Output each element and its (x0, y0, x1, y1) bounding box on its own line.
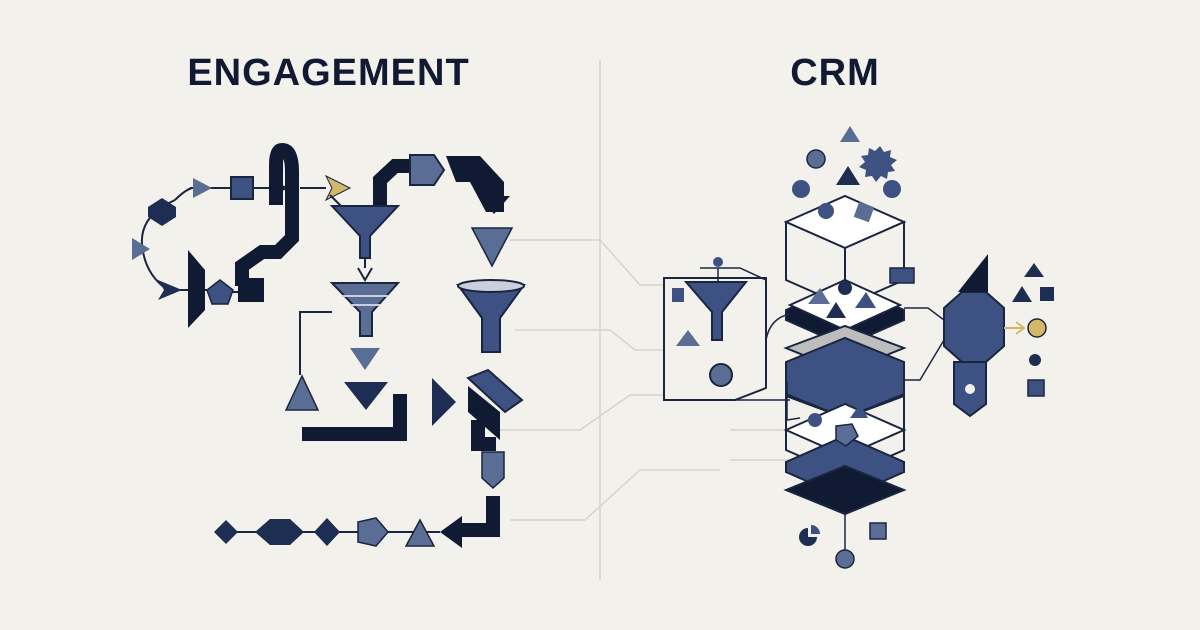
triangle-icon (193, 178, 212, 198)
triangle-icon (1024, 263, 1044, 277)
circle-icon (792, 180, 810, 198)
hexagon-icon (148, 198, 176, 226)
square-icon (1027, 379, 1045, 397)
circle-icon (1029, 354, 1041, 366)
pentagon-arrow-icon (409, 154, 446, 186)
thick-flow-path (471, 420, 496, 451)
arrow-icon (158, 280, 182, 300)
diamond-icon (314, 518, 340, 546)
triangle-icon (840, 126, 860, 142)
pentagon-icon (357, 517, 389, 547)
triangle-icon (850, 404, 868, 418)
node-dot (713, 257, 723, 267)
thick-flow-path (235, 142, 299, 286)
background-connector-lines (500, 60, 790, 580)
cube-icon (230, 176, 254, 200)
layered-stack-icon (783, 194, 907, 516)
crm-title: CRM (790, 52, 880, 94)
crm-connector (1004, 321, 1026, 335)
diamond-icon (214, 520, 238, 544)
engagement-title: ENGAGEMENT (187, 52, 470, 94)
gold-arrow-icon (324, 174, 352, 202)
triangle-icon (344, 382, 388, 410)
circle-icon (709, 363, 733, 387)
pentagon-icon (206, 279, 234, 305)
funnel-icon (456, 284, 526, 353)
triangle-icon (676, 330, 700, 346)
funnel-card-outline (663, 277, 767, 401)
stack-base-dark (783, 464, 907, 516)
triangle-icon (836, 166, 860, 185)
triangle-icon (808, 288, 830, 304)
faint-connector (515, 329, 665, 351)
crm-connector (904, 307, 945, 381)
funnel-icon (683, 281, 749, 341)
hexagon-node-top (958, 254, 988, 292)
gold-circle-icon (1027, 318, 1047, 338)
chevron-block-icon (466, 368, 524, 414)
funnel-icon (329, 282, 401, 337)
stack-layer-blue (785, 336, 905, 420)
thick-flow-path (302, 394, 407, 441)
triangle-icon (432, 378, 456, 426)
funnel-card (663, 257, 767, 401)
circle-icon (838, 281, 852, 295)
left-arrow-icon (440, 516, 462, 548)
faint-connector (500, 394, 665, 431)
pie-icon (799, 528, 817, 546)
card-connector (700, 267, 767, 282)
crm-connector (765, 313, 791, 341)
triangle-icon (132, 238, 150, 260)
faint-connector (510, 239, 665, 286)
circle-icon (806, 149, 826, 169)
square-icon (889, 267, 915, 284)
triangle-icon (350, 348, 380, 370)
crm-connector (786, 382, 801, 421)
square-icon (672, 288, 684, 302)
triangle-icon (855, 292, 876, 308)
hexagon-node-dot (965, 384, 975, 394)
triangle-icon (1012, 286, 1032, 302)
funnel-icon (329, 205, 401, 259)
square-icon (853, 201, 875, 223)
pentagon-arrow-icon (481, 451, 505, 490)
pie-slice (811, 525, 820, 534)
loop-connector (174, 187, 193, 201)
engagement-flow (132, 142, 526, 548)
loop-connector (299, 311, 332, 375)
triangle-icon (284, 374, 320, 411)
funnel-stripe (342, 295, 388, 306)
thick-flow-block (238, 278, 264, 302)
arrow-icon (188, 250, 205, 328)
diamond-stretch-icon (255, 519, 304, 545)
square-icon (1040, 287, 1054, 301)
circle-icon (818, 203, 834, 219)
faint-connector (510, 469, 720, 521)
triangle-icon (470, 227, 514, 268)
chevron-block-icon (468, 386, 500, 440)
loop-connector (357, 258, 373, 282)
thick-flow-path (456, 496, 500, 537)
circle-icon (808, 413, 822, 427)
funnel-rim (457, 279, 525, 293)
triangle-icon (404, 518, 436, 547)
down-arrow-icon (478, 196, 510, 214)
pentagon-icon (835, 423, 859, 447)
circle-icon (835, 549, 855, 569)
crm-system (663, 126, 1054, 569)
thick-flow-path (373, 159, 412, 210)
triangle-icon (826, 302, 846, 318)
circle-icon (883, 180, 901, 198)
hexagon-node-icon (943, 291, 1005, 363)
gear-icon (859, 146, 897, 182)
square-icon (869, 522, 887, 540)
